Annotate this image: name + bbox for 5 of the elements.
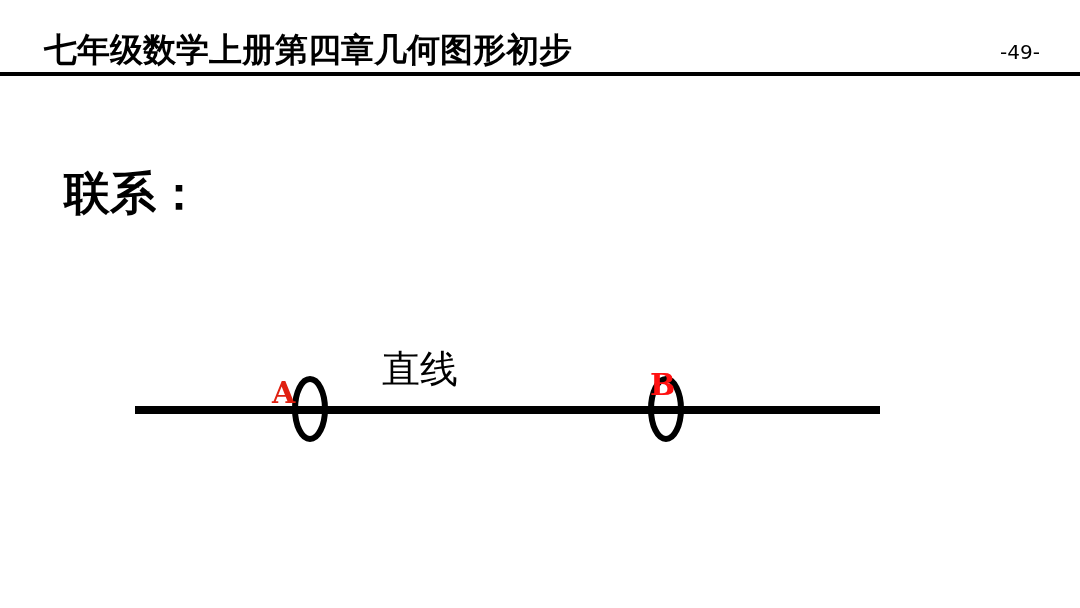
page-number: -49- [1000,42,1040,62]
point-label: A [272,378,296,408]
page-title: 七年级数学上册第四章几何图形初步 [44,33,572,66]
heading: 联系： [64,170,202,216]
line-label: 直线 [382,350,458,388]
